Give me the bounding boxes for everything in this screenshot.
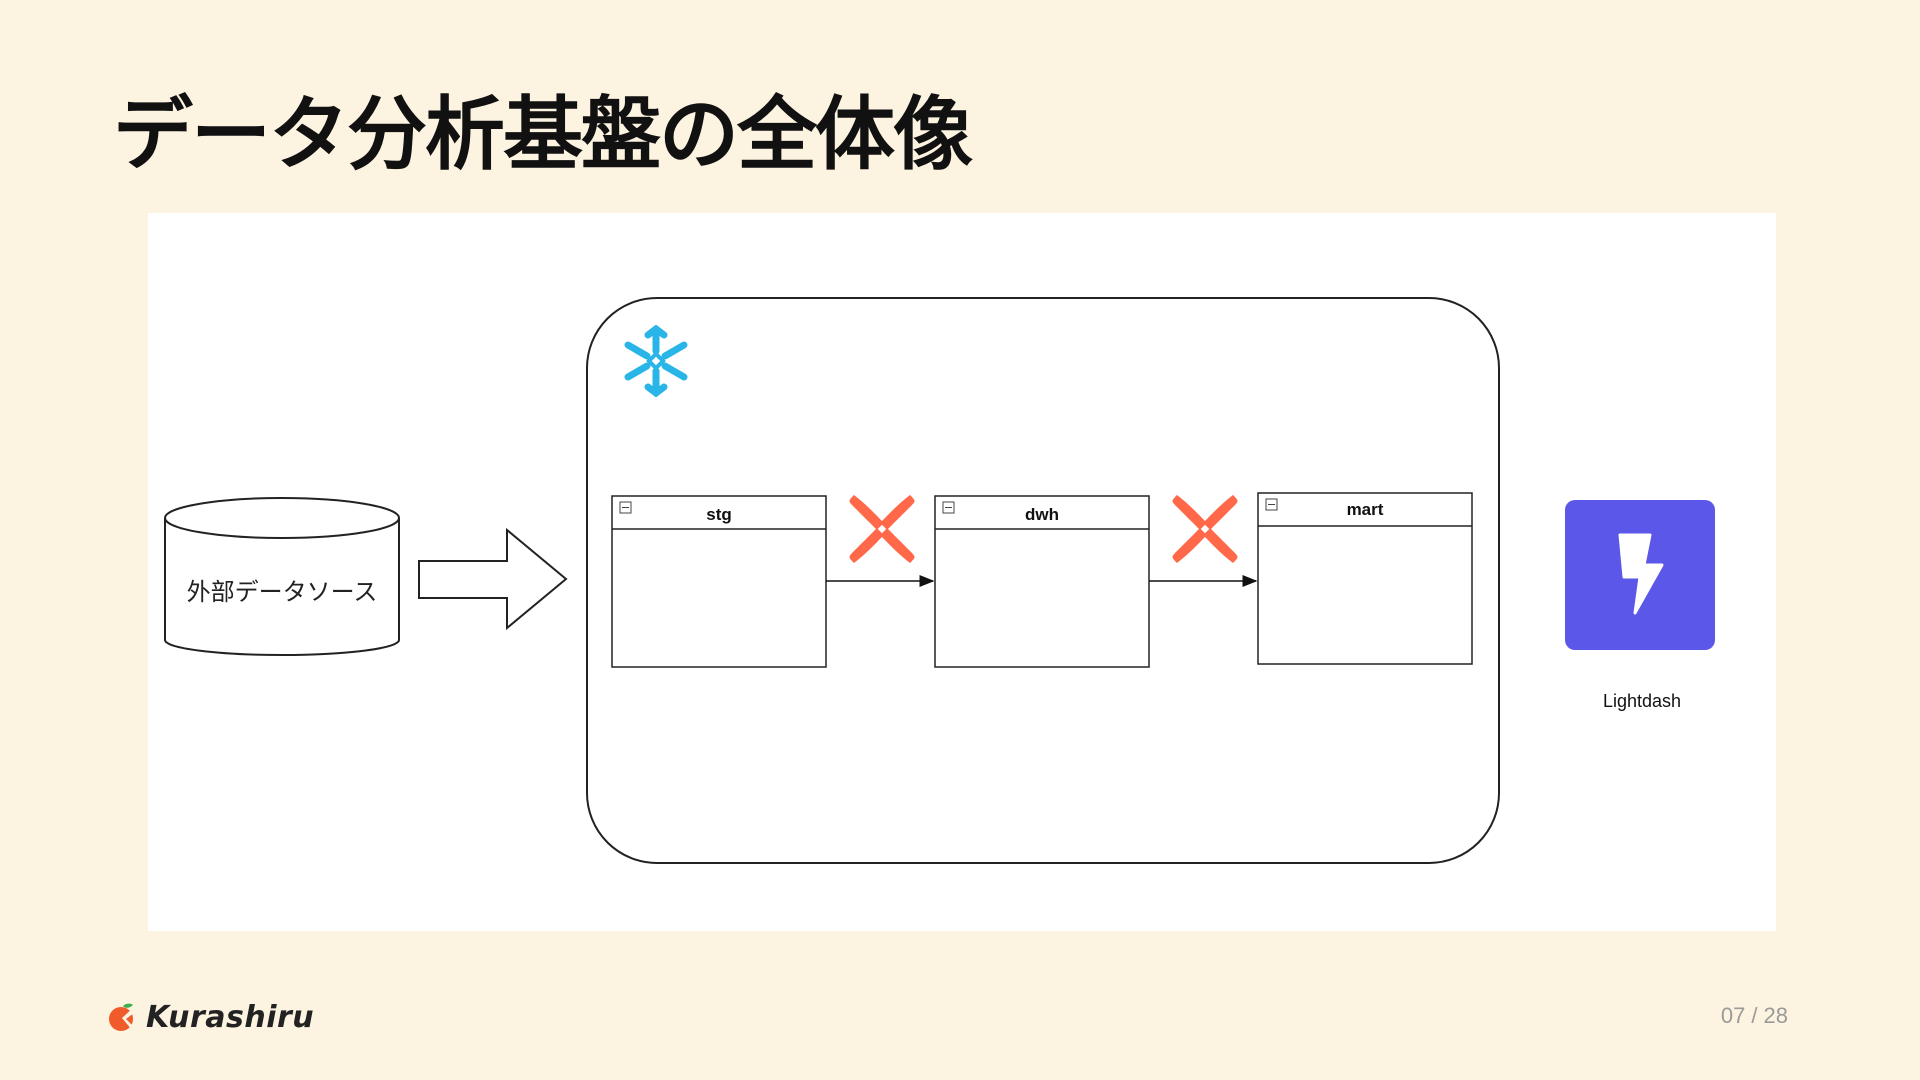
ingest-arrow-icon (418, 527, 568, 631)
snowflake-icon (624, 324, 688, 398)
kurashiru-logo-icon (109, 1003, 134, 1031)
page-current: 07 (1720, 1003, 1746, 1028)
table-mart: mart (1257, 492, 1473, 665)
slide-title: データ分析基盤の全体像 (113, 88, 973, 181)
page-total: 28 (1763, 1003, 1788, 1028)
lightdash-icon (1565, 500, 1715, 650)
table-dwh: dwh (934, 495, 1150, 668)
table-label: dwh (1025, 505, 1059, 524)
page-number: 07/28 (1721, 1003, 1788, 1029)
table-stg: stg (611, 495, 827, 668)
external-data-source: 外部データソース (164, 497, 400, 656)
table-label: mart (1347, 500, 1384, 519)
dbt-icon (1172, 495, 1238, 563)
table-label: stg (706, 505, 732, 524)
architecture-diagram: 外部データソース stg (148, 213, 1776, 931)
source-label: 外部データソース (187, 578, 378, 606)
brand-name: Kurashiru (146, 1000, 315, 1035)
lightdash-label: Lightdash (1603, 691, 1681, 711)
page-separator: / (1751, 1003, 1758, 1028)
dbt-icon (849, 495, 915, 563)
footer-brand: Kurashiru (108, 1000, 314, 1035)
